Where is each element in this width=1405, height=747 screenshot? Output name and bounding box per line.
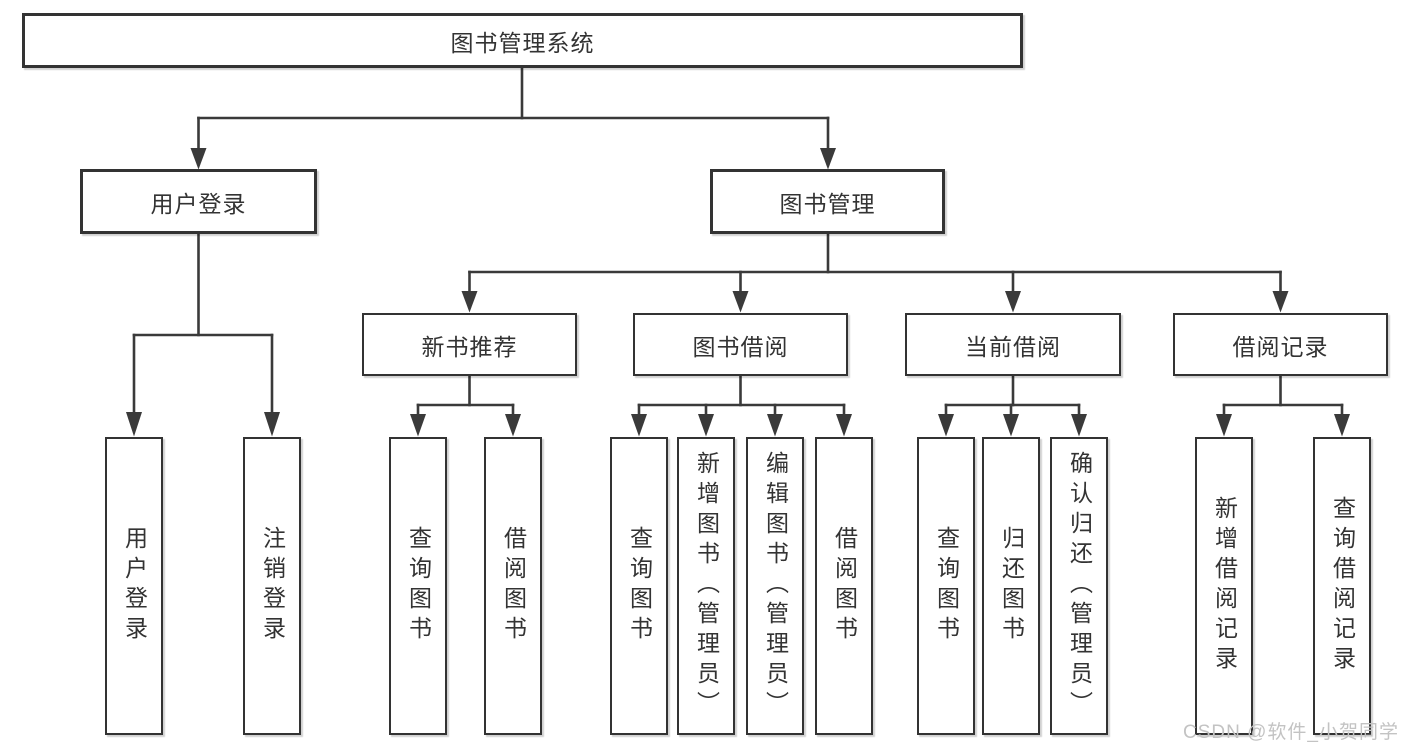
arrowhead: [836, 414, 852, 437]
watermark: CSDN @软件_小贺同学: [1183, 722, 1399, 743]
node-add-borrow-record: 新增借阅记录: [1195, 437, 1253, 735]
node-new-book-recommend: 新书推荐: [362, 313, 577, 376]
node-query-books-borrow-label: 查询图书: [626, 526, 653, 646]
node-book-borrow-label: 图书借阅: [692, 333, 789, 360]
node-borrow-books-borrow-label: 借阅图书: [831, 526, 858, 646]
node-query-books-current: 查询图书: [917, 437, 975, 735]
node-new-book-recommend-label: 新书推荐: [421, 333, 518, 360]
node-borrow-books-borrow: 借阅图书: [815, 437, 873, 735]
arrowhead: [410, 414, 426, 437]
node-user-login-action-label: 用户登录: [121, 526, 148, 646]
node-logout-action-label: 注销登录: [259, 526, 286, 646]
connector-book-borrow-to-leaves: [631, 374, 852, 437]
arrowhead: [820, 148, 836, 170]
node-return-books-label: 归还图书: [998, 526, 1025, 646]
arrowhead: [938, 414, 954, 437]
arrowhead: [732, 291, 749, 313]
node-logout-action: 注销登录: [243, 437, 301, 735]
node-query-books-borrow: 查询图书: [610, 437, 668, 735]
node-book-management: 图书管理: [710, 169, 945, 234]
node-root: 图书管理系统: [22, 13, 1023, 68]
node-add-book-admin: 新增图书（管理员）: [677, 437, 735, 735]
node-add-book-admin-label: 新增图书（管理员）: [693, 451, 720, 721]
node-user-login: 用户登录: [80, 169, 317, 234]
node-query-borrow-record: 查询借阅记录: [1313, 437, 1371, 735]
node-root-label: 图书管理系统: [450, 29, 595, 56]
node-query-borrow-record-label: 查询借阅记录: [1329, 496, 1356, 676]
arrowhead: [767, 414, 783, 437]
node-confirm-return-admin: 确认归还（管理员）: [1050, 437, 1108, 735]
node-user-login-action: 用户登录: [105, 437, 163, 735]
node-query-books-recommend-label: 查询图书: [405, 526, 432, 646]
node-current-borrow-label: 当前借阅: [965, 333, 1061, 360]
arrowhead: [631, 414, 647, 437]
arrowhead: [1272, 291, 1289, 313]
node-query-books-recommend: 查询图书: [389, 437, 447, 735]
connector-user-login-to-leaves: [126, 232, 280, 437]
connector-current-borrow-to-leaves: [938, 374, 1087, 437]
connector-book-management-to-level3: [461, 232, 1289, 313]
node-query-books-current-label: 查询图书: [933, 526, 960, 646]
arrowhead: [1003, 414, 1019, 437]
arrowhead: [1216, 414, 1232, 437]
arrowhead: [1071, 414, 1087, 437]
node-user-login-label: 用户登录: [150, 190, 247, 217]
arrowhead: [461, 291, 478, 313]
node-book-borrow: 图书借阅: [633, 313, 848, 376]
arrowhead: [505, 414, 521, 437]
arrowhead: [698, 414, 714, 437]
arrowhead: [126, 412, 142, 437]
node-edit-book-admin-label: 编辑图书（管理员）: [762, 451, 789, 721]
arrowhead: [190, 148, 207, 170]
connector-new-book-recommend-to-leaves: [410, 374, 521, 437]
node-borrow-records: 借阅记录: [1173, 313, 1388, 376]
node-return-books: 归还图书: [982, 437, 1040, 735]
node-current-borrow: 当前借阅: [905, 313, 1121, 376]
node-edit-book-admin: 编辑图书（管理员）: [746, 437, 804, 735]
node-add-borrow-record-label: 新增借阅记录: [1211, 496, 1238, 676]
connector-borrow-records-to-leaves: [1216, 374, 1350, 437]
node-confirm-return-admin-label: 确认归还（管理员）: [1066, 451, 1093, 721]
arrowhead: [1334, 414, 1350, 437]
node-borrow-records-label: 借阅记录: [1232, 333, 1329, 360]
node-borrow-books-recommend-label: 借阅图书: [500, 526, 527, 646]
node-borrow-books-recommend: 借阅图书: [484, 437, 542, 735]
connector-root-to-level2: [190, 66, 836, 170]
node-book-management-label: 图书管理: [779, 190, 876, 217]
arrowhead: [1005, 291, 1021, 313]
arrowhead: [264, 412, 280, 437]
